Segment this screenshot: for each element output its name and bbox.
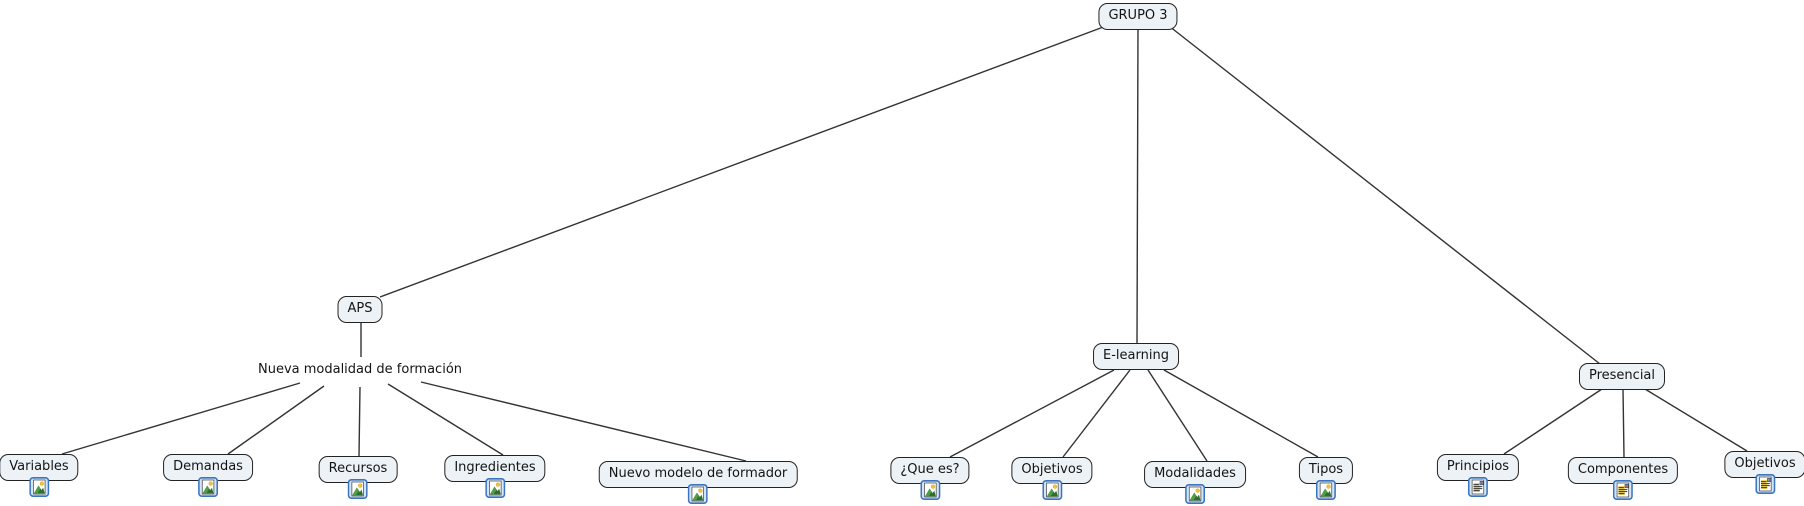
concept-node-e-learning[interactable]: E-learning: [1093, 343, 1179, 371]
concept-node-presencial[interactable]: Presencial: [1578, 363, 1666, 391]
concept-node-principios[interactable]: Principios: [1436, 454, 1520, 497]
concept-label[interactable]: Presencial: [1578, 363, 1666, 391]
concept-node-objetivos-presencial[interactable]: Objetivos: [1724, 451, 1804, 494]
concept-label[interactable]: Principios: [1436, 454, 1520, 482]
connector-line: [1644, 388, 1748, 452]
connector-line: [1147, 369, 1208, 462]
concept-node-variables[interactable]: Variables: [0, 454, 79, 497]
image-resource-icon[interactable]: [198, 477, 218, 497]
connector-line: [1622, 388, 1625, 458]
linking-phrase-nueva-modalidad[interactable]: Nueva modalidad de formación: [257, 362, 463, 377]
concept-node-nuevo-modelo-de-formador[interactable]: Nuevo modelo de formador: [598, 461, 798, 504]
connector-line: [1163, 369, 1319, 458]
image-resource-icon[interactable]: [920, 480, 940, 500]
concept-node-ingredientes[interactable]: Ingredientes: [444, 455, 546, 498]
image-resource-icon[interactable]: [1185, 484, 1205, 504]
connector-line: [1062, 369, 1131, 458]
connector-line: [379, 25, 1107, 298]
connector-line: [1503, 388, 1603, 455]
concept-node-componentes[interactable]: Componentes: [1567, 457, 1679, 500]
document-resource-icon[interactable]: [1755, 474, 1775, 494]
concept-node-objetivos-elearning[interactable]: Objetivos: [1011, 457, 1093, 500]
image-resource-icon[interactable]: [485, 478, 505, 498]
image-resource-icon[interactable]: [1042, 480, 1062, 500]
document-resource-icon[interactable]: [1468, 477, 1488, 497]
concept-node-demandas[interactable]: Demandas: [163, 454, 253, 497]
concept-label[interactable]: GRUPO 3: [1098, 3, 1178, 31]
image-resource-icon[interactable]: [1316, 480, 1336, 500]
connector-line: [61, 382, 301, 455]
concept-label[interactable]: Variables: [0, 454, 79, 482]
concept-node-recursos[interactable]: Recursos: [318, 456, 398, 499]
image-resource-icon[interactable]: [348, 479, 368, 499]
concept-node-aps[interactable]: APS: [337, 296, 383, 324]
connector-line: [227, 385, 325, 455]
connector-line: [387, 383, 504, 456]
connector-line: [1136, 24, 1139, 344]
concept-label[interactable]: Recursos: [318, 456, 398, 484]
concept-node-tipos[interactable]: Tipos: [1298, 457, 1354, 500]
concept-label[interactable]: Tipos: [1298, 457, 1354, 485]
connector-line: [949, 369, 1115, 458]
concept-node-grupo-3[interactable]: GRUPO 3: [1098, 3, 1178, 31]
image-resource-icon[interactable]: [29, 477, 49, 497]
image-resource-icon[interactable]: [688, 484, 708, 504]
connector-line: [358, 386, 361, 457]
connector-line: [1168, 25, 1601, 365]
document-resource-icon[interactable]: [1613, 480, 1633, 500]
concept-label[interactable]: Objetivos: [1724, 451, 1804, 479]
connector-line: [420, 381, 747, 462]
concept-label[interactable]: ¿Que es?: [890, 457, 970, 485]
concept-node-modalidades[interactable]: Modalidades: [1144, 461, 1246, 504]
concept-label[interactable]: E-learning: [1093, 343, 1179, 371]
concept-label[interactable]: APS: [337, 296, 383, 324]
concept-node-que-es[interactable]: ¿Que es?: [890, 457, 970, 500]
